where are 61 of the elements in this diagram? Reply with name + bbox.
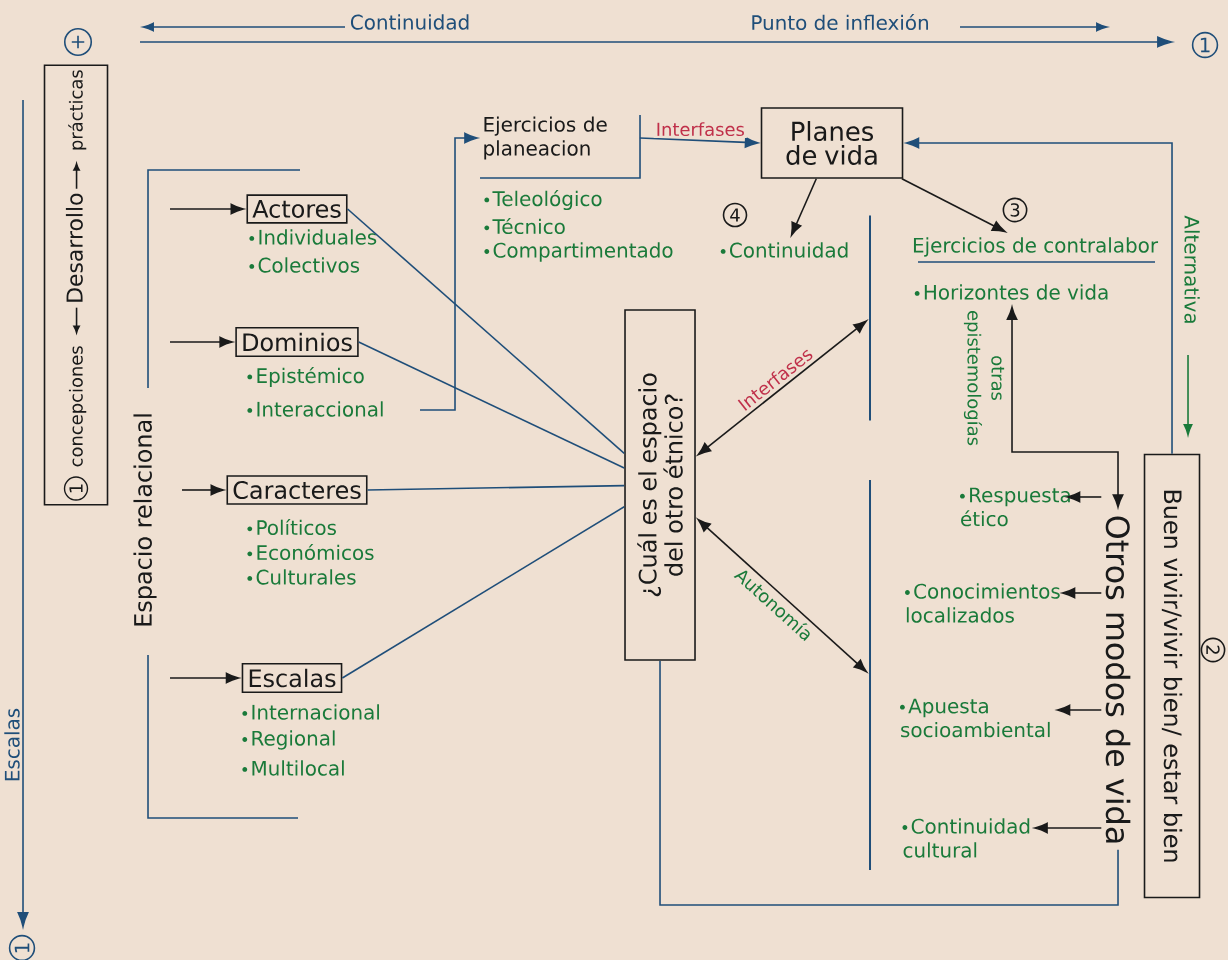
edge-label: Interfases xyxy=(653,120,747,139)
list-item: Multilocal xyxy=(242,760,344,776)
divider-line xyxy=(869,215,871,421)
axis-label: Punto de inflexión xyxy=(752,13,928,31)
divider-line xyxy=(869,480,871,870)
list-item: Respuesta ético xyxy=(960,487,1070,527)
callout-number: 2 xyxy=(1200,637,1226,663)
arrow xyxy=(181,484,224,496)
arrow xyxy=(1066,491,1103,503)
result-box: Buen vivir/vivir bien/ estar bien xyxy=(1143,453,1201,899)
category-box: Caracteres xyxy=(226,475,368,505)
list-item: Políticos xyxy=(247,518,336,536)
list-item: Regional xyxy=(242,730,335,750)
callout-number: 4 xyxy=(722,202,748,228)
callout-number: 3 xyxy=(1002,197,1028,223)
heading-text: Ejercicios de contralabor xyxy=(913,237,1159,257)
list-item: Interaccional xyxy=(247,401,383,417)
category-box: Actores xyxy=(246,194,348,224)
list-item: Conocimientos localizados xyxy=(905,583,1060,623)
arrow xyxy=(790,178,818,236)
heading-text: Ejercicios de planeacion xyxy=(484,116,607,160)
list-item: Compartimentado xyxy=(484,242,673,262)
arrow xyxy=(1056,704,1103,716)
bracket-label: Otros modos de vida xyxy=(1101,510,1135,850)
arrow xyxy=(419,132,478,411)
list-item: Horizontes de vida xyxy=(914,284,1108,300)
list-item: Teleológico xyxy=(484,189,602,211)
arrow xyxy=(901,178,1006,233)
arrow xyxy=(1061,587,1103,599)
edge-label: otras epistemologías xyxy=(961,301,1007,456)
list-item: Internacional xyxy=(242,704,379,720)
circled-sign: 1 xyxy=(8,934,36,960)
axis-label: Continuidad xyxy=(350,14,469,30)
list-item: Técnico xyxy=(484,217,565,235)
arrow xyxy=(697,518,867,673)
list-item: Económicos xyxy=(247,543,374,561)
category-box: Escalas xyxy=(241,662,343,694)
circled-sign: 1 xyxy=(1191,31,1219,59)
axis-label: Escalas xyxy=(4,708,20,781)
arrow xyxy=(1006,306,1124,508)
arrow xyxy=(639,137,759,148)
list-item: Epistémico xyxy=(247,366,364,388)
arrow xyxy=(169,203,244,215)
circled-sign: + xyxy=(63,27,93,57)
list-item: Continuidad xyxy=(720,242,848,258)
list-item: Continuidad cultural xyxy=(902,818,1030,858)
rotated-label-box: 1 concepciones Desarrollo prácticas xyxy=(43,64,109,506)
list-item: Individuales xyxy=(249,229,377,245)
list-item: Apuesta socioambiental xyxy=(900,698,1050,738)
list-item: Colectivos xyxy=(249,257,360,273)
arrow xyxy=(169,336,233,348)
arrow xyxy=(169,672,240,684)
category-box: Dominios xyxy=(235,326,359,358)
arrow xyxy=(905,137,1173,455)
axis-label: Alternativa xyxy=(1184,215,1200,323)
question-box: ¿Cuál es el espacio del otro étnico? xyxy=(624,309,696,661)
arrow xyxy=(697,320,867,456)
arrow xyxy=(1034,822,1103,834)
bracket-label: Espacio relacional xyxy=(131,410,159,630)
process-box: Planes de vida xyxy=(760,107,904,179)
list-item: Culturales xyxy=(247,569,356,585)
